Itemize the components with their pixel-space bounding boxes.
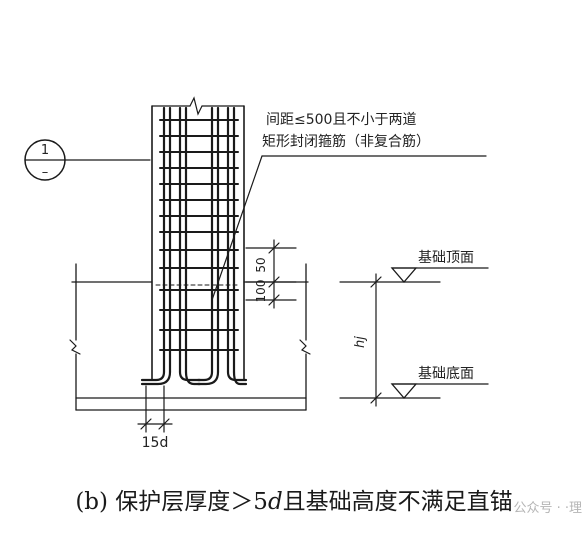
column-outline (151, 96, 245, 381)
longitudinal-bars (162, 106, 236, 374)
foundation-top-label: 基础顶面 (418, 249, 474, 266)
dim-15d-label: 15d (142, 435, 169, 451)
foundation-bottom-label: 基础底面 (418, 365, 474, 382)
level-top-symbol (390, 267, 489, 283)
spacing-note-line1: 间距≤500且不小于两道 (266, 112, 416, 128)
caption-italic: d (267, 489, 283, 515)
watermark: 公众号 · ·理 (513, 501, 582, 516)
dim-hj-label: hj (353, 336, 368, 348)
dim-hj (339, 273, 441, 407)
caption-suffix: 且基础高度不满足直锚 (282, 489, 513, 515)
section-marker-bottom: – (42, 165, 49, 180)
dim-50-100 (245, 239, 297, 309)
figure-caption: (b) 保护层厚度＞5d且基础高度不满足直锚 (0, 482, 588, 516)
spacing-note-line2: 矩形封闭箍筋（非复合筋） (262, 133, 430, 150)
section-marker-top: 1 (41, 143, 49, 158)
stirrups (159, 119, 239, 351)
level-bottom-symbol (390, 383, 489, 399)
dim-15d (137, 385, 173, 433)
caption-prefix: (b) 保护层厚度＞5 (75, 489, 268, 515)
bar-hooks (140, 370, 248, 386)
dim-100-label: 100 (254, 280, 268, 303)
dim-50-label: 50 (254, 257, 268, 272)
section-marker (24, 139, 151, 181)
stirrup-leader (211, 155, 487, 301)
